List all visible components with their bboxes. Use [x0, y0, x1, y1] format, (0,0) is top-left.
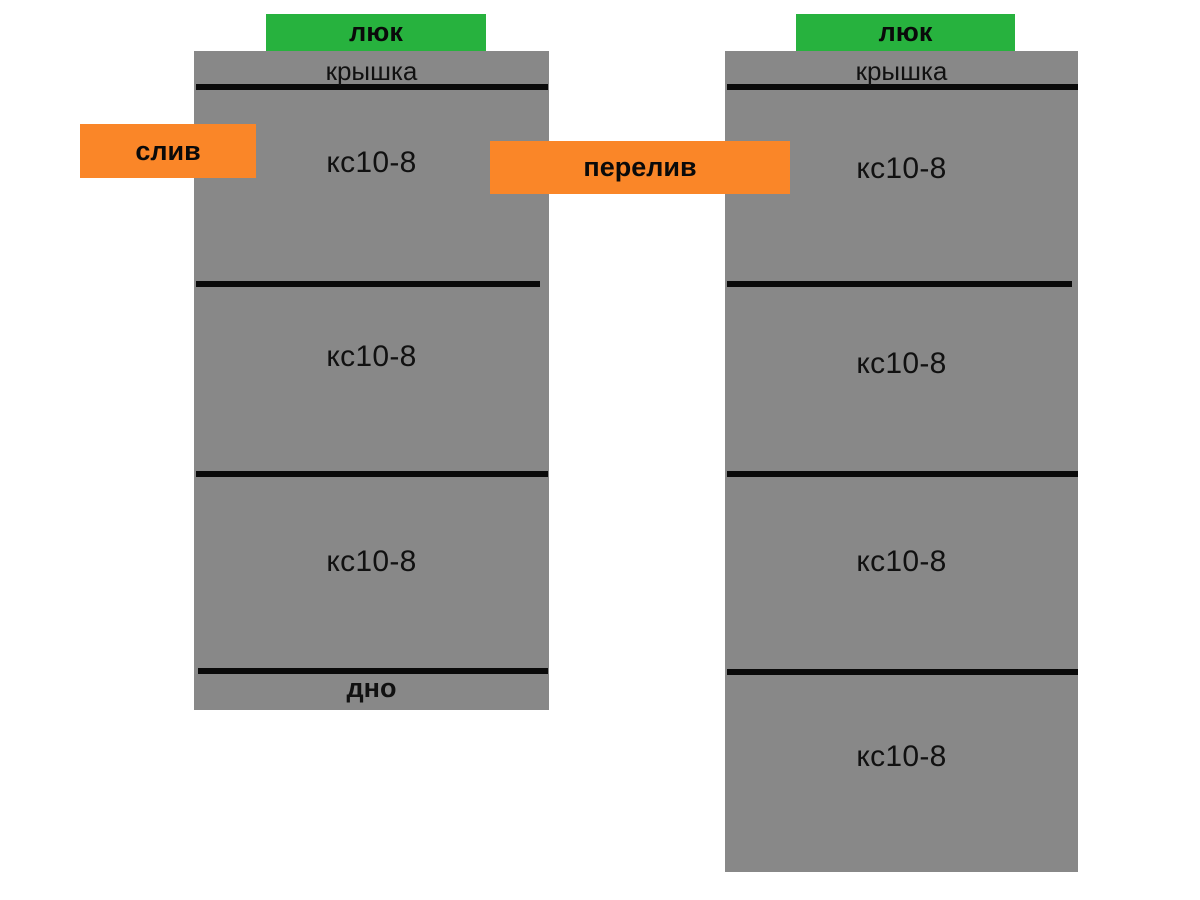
first-chamber-hatch-label: люк [349, 17, 403, 47]
overflow-pipe-label: перелив [583, 152, 697, 182]
second-chamber-cover-label: крышка [855, 56, 948, 86]
second-chamber-hatch-label: люк [878, 17, 933, 47]
first-chamber-ring-label-2: кс10-8 [326, 340, 417, 373]
second-chamber-ring-label-2: кс10-8 [856, 347, 947, 380]
first-chamber-divider-2 [196, 471, 548, 477]
first-chamber-bottom-line [198, 668, 548, 674]
second-chamber-divider-2 [727, 471, 1078, 477]
first-chamber-divider-1 [196, 281, 540, 287]
second-chamber-hatch-box: люк [796, 14, 1015, 51]
first-chamber-cover-line [196, 84, 548, 90]
drain-pipe-box: слив [80, 124, 256, 178]
second-chamber-cover-line [727, 84, 1078, 90]
second-chamber-ring-label-1: кс10-8 [856, 152, 947, 185]
first-chamber-ring-label-1: кс10-8 [326, 146, 417, 179]
first-chamber-hatch-box: люк [266, 14, 486, 51]
first-chamber-cover-label: крышка [325, 56, 418, 86]
overflow-pipe-box: перелив [490, 141, 790, 194]
drain-pipe-label: слив [135, 135, 201, 166]
first-chamber-bottom-label: дно [346, 673, 397, 703]
second-chamber-ring-label-3: кс10-8 [856, 545, 947, 578]
second-chamber-divider-3 [727, 669, 1078, 675]
second-chamber-divider-1 [727, 281, 1072, 287]
second-chamber-ring-label-4: кс10-8 [856, 740, 947, 773]
first-chamber-ring-label-3: кс10-8 [326, 545, 417, 578]
